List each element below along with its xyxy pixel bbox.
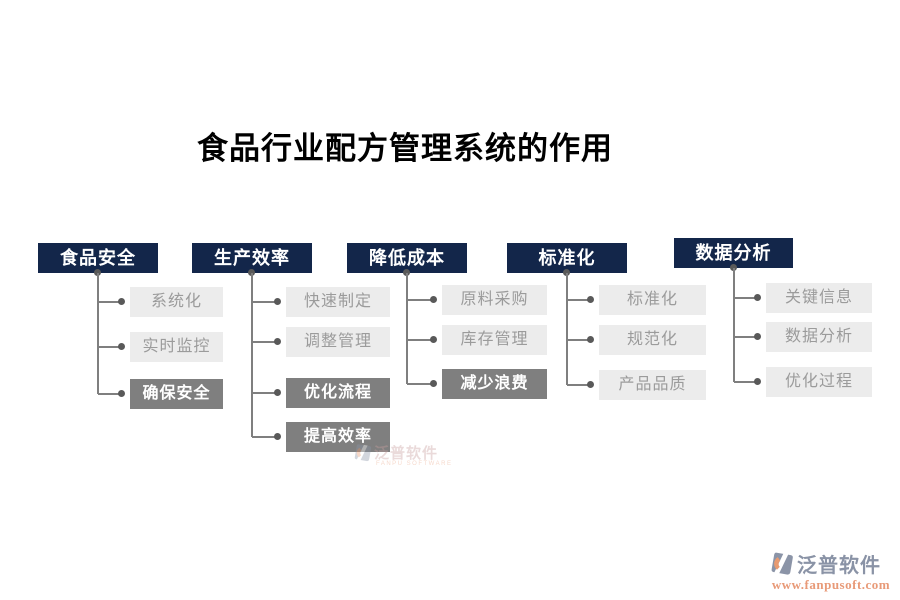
fanpu-logo-icon bbox=[354, 443, 372, 461]
connector-branch bbox=[407, 339, 433, 341]
connector-dot bbox=[118, 298, 125, 305]
branch-header: 数据分析 bbox=[674, 238, 793, 268]
child-node: 产品品质 bbox=[599, 370, 706, 400]
connector-trunk bbox=[406, 273, 408, 384]
fanpu-logo-icon bbox=[771, 552, 793, 575]
connector-branch bbox=[567, 339, 590, 341]
connector-dot bbox=[754, 294, 761, 301]
child-node: 调整管理 bbox=[286, 327, 390, 357]
connector-branch bbox=[98, 346, 121, 348]
brand-watermark: 泛普软件 www.fanpusoft.com bbox=[768, 549, 894, 593]
connector-dot bbox=[430, 296, 437, 303]
connector-branch bbox=[252, 301, 277, 303]
connector-dot bbox=[94, 269, 101, 276]
connector-branch bbox=[252, 436, 277, 438]
connector-branch bbox=[252, 341, 277, 343]
connector-dot bbox=[587, 336, 594, 343]
child-node: 实时监控 bbox=[130, 332, 223, 362]
connector-trunk bbox=[97, 273, 99, 394]
connector-dot bbox=[430, 380, 437, 387]
branch-header: 降低成本 bbox=[347, 243, 467, 273]
connector-branch bbox=[734, 297, 757, 299]
connector-dot bbox=[274, 389, 281, 396]
child-node: 标准化 bbox=[599, 285, 706, 315]
connector-branch bbox=[98, 301, 121, 303]
connector-dot bbox=[430, 336, 437, 343]
connector-dot bbox=[563, 269, 570, 276]
child-node: 优化流程 bbox=[286, 378, 390, 408]
watermark-url: www.fanpusoft.com bbox=[771, 577, 891, 592]
child-node: 数据分析 bbox=[766, 322, 872, 352]
branch-header: 生产效率 bbox=[192, 243, 312, 273]
connector-branch bbox=[407, 299, 433, 301]
branch-header: 标准化 bbox=[507, 243, 627, 273]
child-node: 确保安全 bbox=[130, 379, 223, 409]
connector-trunk bbox=[733, 268, 735, 382]
connector-dot bbox=[754, 333, 761, 340]
connector-dot bbox=[587, 296, 594, 303]
page-title: 食品行业配方管理系统的作用 bbox=[197, 131, 613, 166]
connector-branch bbox=[567, 384, 590, 386]
connector-branch bbox=[252, 392, 277, 394]
child-node: 规范化 bbox=[599, 325, 706, 355]
child-node: 库存管理 bbox=[442, 325, 547, 355]
connector-dot bbox=[118, 390, 125, 397]
watermark-brand-text: 泛普软件 bbox=[374, 445, 439, 462]
child-node: 系统化 bbox=[130, 287, 223, 317]
connector-dot bbox=[754, 378, 761, 385]
connector-trunk bbox=[251, 273, 253, 437]
branch-header: 食品安全 bbox=[38, 243, 158, 273]
connector-dot bbox=[274, 338, 281, 345]
connector-dot bbox=[274, 433, 281, 440]
child-node: 快速制定 bbox=[286, 287, 390, 317]
watermark-center: 泛普软件 FANPU SOFTWARE bbox=[352, 442, 452, 467]
connector-dot bbox=[274, 298, 281, 305]
connector-branch bbox=[407, 383, 433, 385]
connector-branch bbox=[734, 336, 757, 338]
connector-dot bbox=[248, 269, 255, 276]
connector-branch bbox=[567, 299, 590, 301]
child-node: 提高效率 bbox=[286, 422, 390, 452]
watermark-caption: FANPU SOFTWARE bbox=[376, 461, 453, 467]
watermark-brand-text: 泛普软件 bbox=[797, 555, 881, 577]
connector-dot bbox=[118, 343, 125, 350]
child-node: 原料采购 bbox=[442, 285, 547, 315]
connector-dot bbox=[587, 381, 594, 388]
connector-branch bbox=[98, 393, 121, 395]
connector-trunk bbox=[566, 273, 568, 385]
child-node: 减少浪费 bbox=[442, 369, 547, 399]
connector-branch bbox=[734, 381, 757, 383]
connector-dot bbox=[403, 269, 410, 276]
child-node: 优化过程 bbox=[766, 367, 872, 397]
child-node: 关键信息 bbox=[766, 283, 872, 313]
connector-dot bbox=[730, 264, 737, 271]
